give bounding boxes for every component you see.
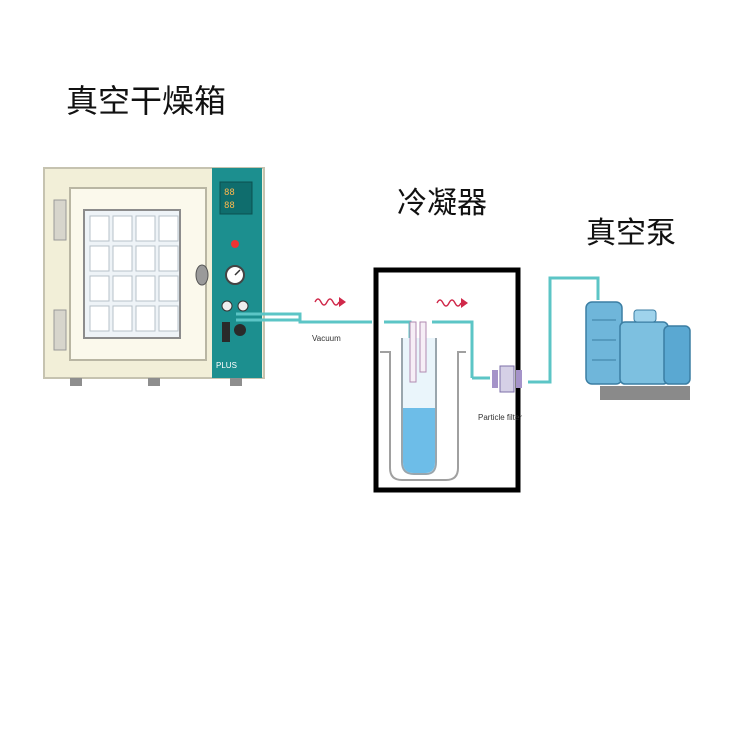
condenser-label: 冷凝器 xyxy=(397,186,487,221)
flow-arrow-head-2 xyxy=(461,298,468,308)
particle-filter xyxy=(492,365,522,393)
filter-label: Particle filter xyxy=(478,413,522,422)
vacuum-oven: 88 88 PLUS xyxy=(43,167,265,386)
flow-arrows xyxy=(314,298,462,307)
vacuum-pump xyxy=(585,301,691,400)
oven-window-grid xyxy=(89,215,179,332)
svg-text:88: 88 xyxy=(224,201,235,211)
flow-arrow-head-1 xyxy=(339,297,346,307)
condenser xyxy=(373,267,521,493)
pump-label: 真空泵 xyxy=(586,216,676,251)
oven-brand: PLUS xyxy=(216,361,237,370)
vacuum-label: Vacuum xyxy=(312,334,341,343)
oven-label: 真空干燥箱 xyxy=(66,82,227,120)
svg-text:88: 88 xyxy=(224,188,235,198)
